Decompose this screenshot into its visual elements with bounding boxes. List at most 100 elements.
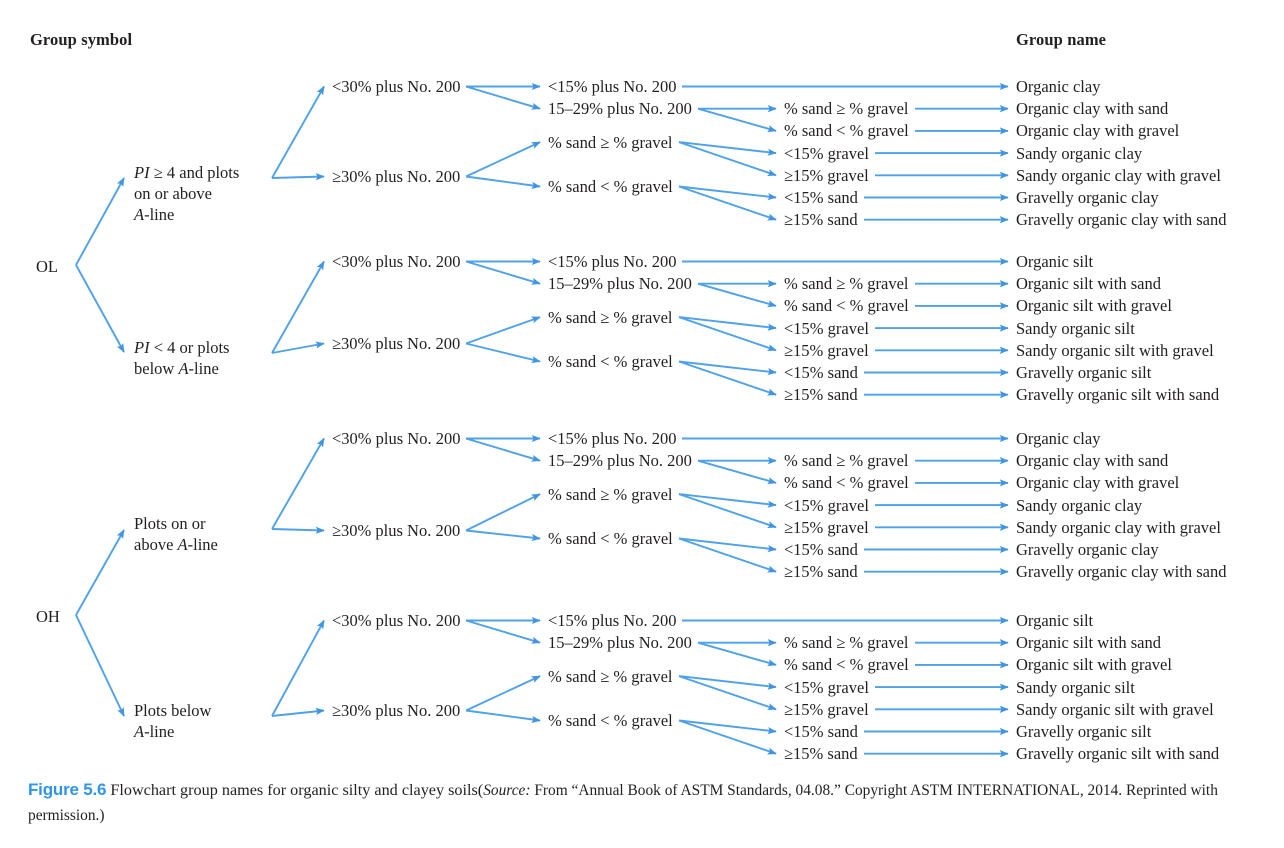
criteria-ol-silt-pi: PI xyxy=(134,338,150,357)
figure-title: Flowchart group names for organic silty … xyxy=(110,781,478,799)
group-name-ol-clay-2: Organic clay with gravel xyxy=(1016,121,1180,141)
criteria-ol-clay-l3: -line xyxy=(144,205,175,224)
node-lt15-gravel-oh-clay: <15% gravel xyxy=(784,495,869,515)
node-lt15-200-ol-silt: <15% plus No. 200 xyxy=(548,252,677,271)
edge-lt30-1529200-ol-silt xyxy=(465,260,541,285)
node-lt30-oh-clay: <30% plus No. 200 xyxy=(332,429,461,448)
edge-sandlt-ge15s-ol-silt xyxy=(678,360,777,396)
node-15-29-200-oh-silt: 15–29% plus No. 200 xyxy=(548,633,692,653)
node-sub-sand-lt-oh-silt: % sand < % gravel xyxy=(784,655,909,675)
edge-crit-lt30-oh-silt xyxy=(271,619,325,717)
group-symbol-ol: OL xyxy=(36,257,58,276)
node-sub-sand-lt-ol-clay: % sand < % gravel xyxy=(784,121,909,141)
group-name-oh-clay-2: Organic clay with gravel xyxy=(1016,473,1180,493)
group-name-oh-clay-0: Organic clay xyxy=(1016,429,1101,448)
edge-ge30-sandlt-oh-silt xyxy=(465,709,541,723)
node-ge15-gravel-oh-silt: ≥15% gravel xyxy=(784,699,869,719)
group-symbol-oh: OH xyxy=(36,607,60,626)
group-name-ol-clay-3: Sandy organic clay xyxy=(1016,143,1143,163)
edge-lt30-1529200-ol-clay xyxy=(465,85,541,110)
node-lt30-ol-silt: <30% plus No. 200 xyxy=(332,252,461,271)
group-name-oh-clay-3: Sandy organic clay xyxy=(1016,495,1143,515)
edge-sandge-ge15g-oh-clay xyxy=(678,493,777,529)
node-lt15-sand-oh-clay: <15% sand xyxy=(784,540,858,559)
criteria-ol-silt-l2c: -line xyxy=(188,359,219,378)
group-name-oh-clay-4: Sandy organic clay with gravel xyxy=(1016,517,1221,537)
edge-lt30-1529200-oh-silt xyxy=(465,619,541,644)
group-name-ol-silt-1: Organic silt with sand xyxy=(1016,274,1161,294)
group-name-ol-clay-4: Sandy organic clay with gravel xyxy=(1016,165,1221,185)
criteria-ol-clay-l1: ≥ 4 and plots xyxy=(149,163,240,182)
figure-open-paren: ( xyxy=(477,781,484,799)
edge-ol-upper xyxy=(75,177,125,266)
edge-sandge-ge15g-ol-clay xyxy=(678,141,777,177)
edge-oh-lower xyxy=(75,614,125,717)
node-ge30-ol-clay: ≥30% plus No. 200 xyxy=(332,167,461,186)
node-ge30-ol-silt: ≥30% plus No. 200 xyxy=(332,334,461,353)
criteria-oh-clay-l1: Plots on or xyxy=(134,514,206,533)
criteria-oh-clay-l2c: -line xyxy=(187,535,218,554)
node-lt15-sand-ol-silt: <15% sand xyxy=(784,363,858,382)
group-name-oh-silt-2: Organic silt with gravel xyxy=(1016,655,1172,675)
edge-sandge-lt15g-ol-silt xyxy=(678,316,777,331)
edge-crit-ge30-oh-silt xyxy=(271,707,325,717)
node-lt15-200-ol-clay: <15% plus No. 200 xyxy=(548,77,677,96)
node-ge15-sand-oh-silt: ≥15% sand xyxy=(784,744,858,764)
edge-crit-lt30-ol-silt xyxy=(271,260,325,354)
node-lt15-gravel-oh-silt: <15% gravel xyxy=(784,677,869,697)
group-name-ol-clay-5: Gravelly organic clay xyxy=(1016,188,1159,207)
edge-1529-sandlt-oh-silt xyxy=(697,641,777,667)
node-ge15-sand-ol-silt: ≥15% sand xyxy=(784,385,858,405)
node-ge15-gravel-oh-clay: ≥15% gravel xyxy=(784,517,869,537)
group-name-oh-silt-4: Sandy organic silt with gravel xyxy=(1016,699,1214,719)
group-name-ol-clay-6: Gravelly organic clay with sand xyxy=(1016,210,1227,230)
node-sand-ge-gravel-ol-clay: % sand ≥ % gravel xyxy=(548,132,673,152)
criteria-oh-silt-l2b: -line xyxy=(144,722,175,741)
edge-ge30-sandge-oh-clay xyxy=(465,493,541,532)
group-name-oh-clay-1: Organic clay with sand xyxy=(1016,451,1169,471)
node-15-29-200-ol-silt: 15–29% plus No. 200 xyxy=(548,274,692,294)
edge-lt30-1529200-oh-clay xyxy=(465,437,541,462)
criteria-ol-clay-pi: PI xyxy=(134,163,150,182)
edge-sandlt-ge15s-oh-silt xyxy=(678,719,777,755)
node-ge15-sand-ol-clay: ≥15% sand xyxy=(784,210,858,230)
criteria-ol-silt-l1: < 4 or plots xyxy=(149,338,230,357)
node-lt15-gravel-ol-silt: <15% gravel xyxy=(784,318,869,338)
node-ge30-oh-clay: ≥30% plus No. 200 xyxy=(332,521,461,540)
group-name-ol-silt-6: Gravelly organic silt with sand xyxy=(1016,385,1220,405)
figure-source-text: From “Annual Book of ASTM Standards, 04.… xyxy=(28,782,1218,824)
node-sub-sand-ge-oh-silt: % sand ≥ % gravel xyxy=(784,633,909,653)
edge-ge30-sandge-ol-silt xyxy=(465,316,541,345)
criteria-oh-clay-aline: A xyxy=(177,535,188,554)
edge-ge30-sandge-ol-clay xyxy=(465,141,541,178)
node-lt15-gravel-ol-clay: <15% gravel xyxy=(784,143,869,163)
edge-ge30-sandlt-oh-clay xyxy=(465,529,541,542)
edge-1529-sandlt-ol-clay xyxy=(697,107,777,133)
group-name-ol-clay-0: Organic clay xyxy=(1016,77,1101,96)
node-lt30-ol-clay: <30% plus No. 200 xyxy=(332,77,461,96)
node-lt15-200-oh-clay: <15% plus No. 200 xyxy=(548,429,677,448)
node-ge15-sand-oh-clay: ≥15% sand xyxy=(784,562,858,582)
criteria-ol-silt: PI < 4 or plots below A-line xyxy=(134,337,229,379)
group-name-ol-silt-2: Organic silt with gravel xyxy=(1016,296,1172,316)
figure-number: Figure 5.6 xyxy=(28,780,107,799)
group-name-ol-silt-0: Organic silt xyxy=(1016,252,1094,271)
group-name-oh-clay-6: Gravelly organic clay with sand xyxy=(1016,562,1227,582)
node-lt30-oh-silt: <30% plus No. 200 xyxy=(332,611,461,630)
edge-crit-ge30-ol-clay xyxy=(271,173,325,181)
node-sub-sand-lt-oh-clay: % sand < % gravel xyxy=(784,473,909,493)
edge-sandge-lt15g-oh-clay xyxy=(678,493,777,508)
criteria-ol-silt-aline: A xyxy=(178,359,189,378)
node-sub-sand-ge-oh-clay: % sand ≥ % gravel xyxy=(784,451,909,471)
node-ge15-gravel-ol-silt: ≥15% gravel xyxy=(784,340,869,360)
edge-ol-lower xyxy=(75,264,125,353)
group-name-oh-silt-0: Organic silt xyxy=(1016,611,1094,630)
edge-sandge-lt15g-ol-clay xyxy=(678,141,777,156)
figure-caption: Figure 5.6 Flowchart group names for org… xyxy=(28,778,1260,828)
header-group-name: Group name xyxy=(1016,30,1107,49)
group-name-oh-clay-5: Gravelly organic clay xyxy=(1016,540,1159,559)
node-sub-sand-lt-ol-silt: % sand < % gravel xyxy=(784,296,909,316)
node-15-29-200-oh-clay: 15–29% plus No. 200 xyxy=(548,451,692,471)
node-15-29-200-ol-clay: 15–29% plus No. 200 xyxy=(548,99,692,119)
